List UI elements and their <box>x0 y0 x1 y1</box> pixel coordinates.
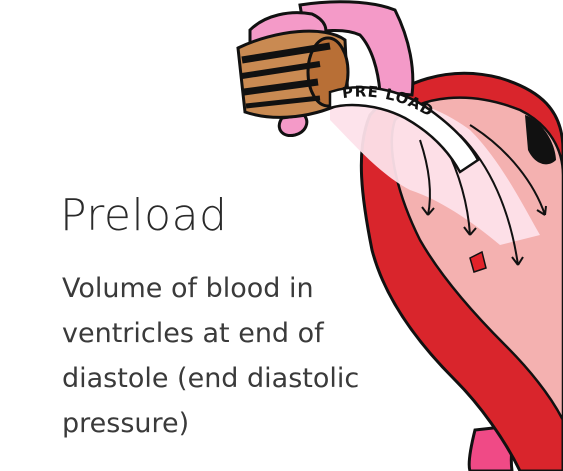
page-title: Preload <box>60 190 228 241</box>
thumb <box>277 113 309 138</box>
definition-line-1: Volume of blood in <box>62 273 314 304</box>
inflow-stream <box>330 93 540 245</box>
definition-text: Volume of blood in ventricles at end of … <box>62 266 422 446</box>
definition-line-3: diastole (end diastolic <box>62 363 360 394</box>
pour-stream <box>328 86 480 174</box>
valve-mark <box>469 250 487 273</box>
arm <box>298 0 415 97</box>
heart-shadow <box>525 115 556 165</box>
definition-line-2: ventricles at end of <box>62 318 324 349</box>
definition-line-4: pressure) <box>62 408 190 439</box>
